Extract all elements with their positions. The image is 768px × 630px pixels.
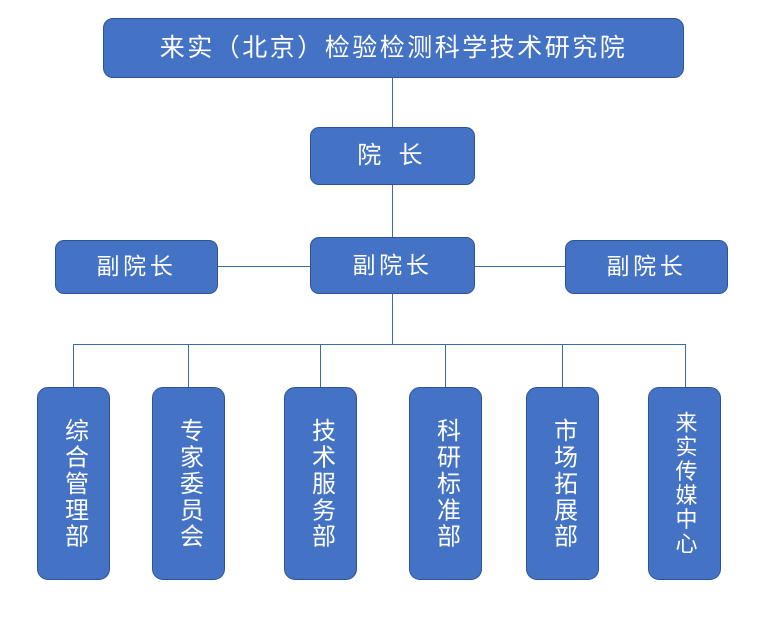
connector-vice-president-to-department-bus <box>392 294 393 344</box>
node-vice-president-3[interactable]: 副院长 <box>565 240 728 294</box>
connector-department-drop-4 <box>445 344 446 387</box>
node-department-5-label: 市场拓展部 <box>549 417 577 550</box>
node-department-5[interactable]: 市场拓展部 <box>526 387 599 580</box>
node-department-4[interactable]: 科研标准部 <box>409 387 482 580</box>
connector-vice-president-left <box>218 266 310 267</box>
node-department-3[interactable]: 技术服务部 <box>284 387 357 580</box>
node-department-6[interactable]: 来实传媒中心 <box>648 387 721 580</box>
connector-department-drop-6 <box>685 344 686 387</box>
connector-department-drop-1 <box>73 344 74 387</box>
connector-department-drop-2 <box>188 344 189 387</box>
node-department-2-label: 专家委员会 <box>175 417 203 550</box>
node-institute[interactable]: 来实（北京）检验检测科学技术研究院 <box>103 18 684 78</box>
connector-department-drop-5 <box>562 344 563 387</box>
node-department-6-label: 来实传媒中心 <box>672 410 698 557</box>
node-department-4-label: 科研标准部 <box>432 417 460 550</box>
node-department-3-label: 技术服务部 <box>307 417 335 550</box>
connector-department-bus <box>73 344 686 345</box>
connector-vice-president-right <box>475 266 565 267</box>
node-department-2[interactable]: 专家委员会 <box>152 387 225 580</box>
node-vice-president-1[interactable]: 副院长 <box>55 240 218 294</box>
node-department-1[interactable]: 综合管理部 <box>37 387 110 580</box>
connector-root-to-president <box>392 78 393 127</box>
node-vice-president-2[interactable]: 副院长 <box>310 237 475 294</box>
connector-president-to-vice-president <box>392 185 393 237</box>
connector-department-drop-3 <box>320 344 321 387</box>
node-president[interactable]: 院 长 <box>310 127 475 185</box>
node-department-1-label: 综合管理部 <box>60 417 88 550</box>
